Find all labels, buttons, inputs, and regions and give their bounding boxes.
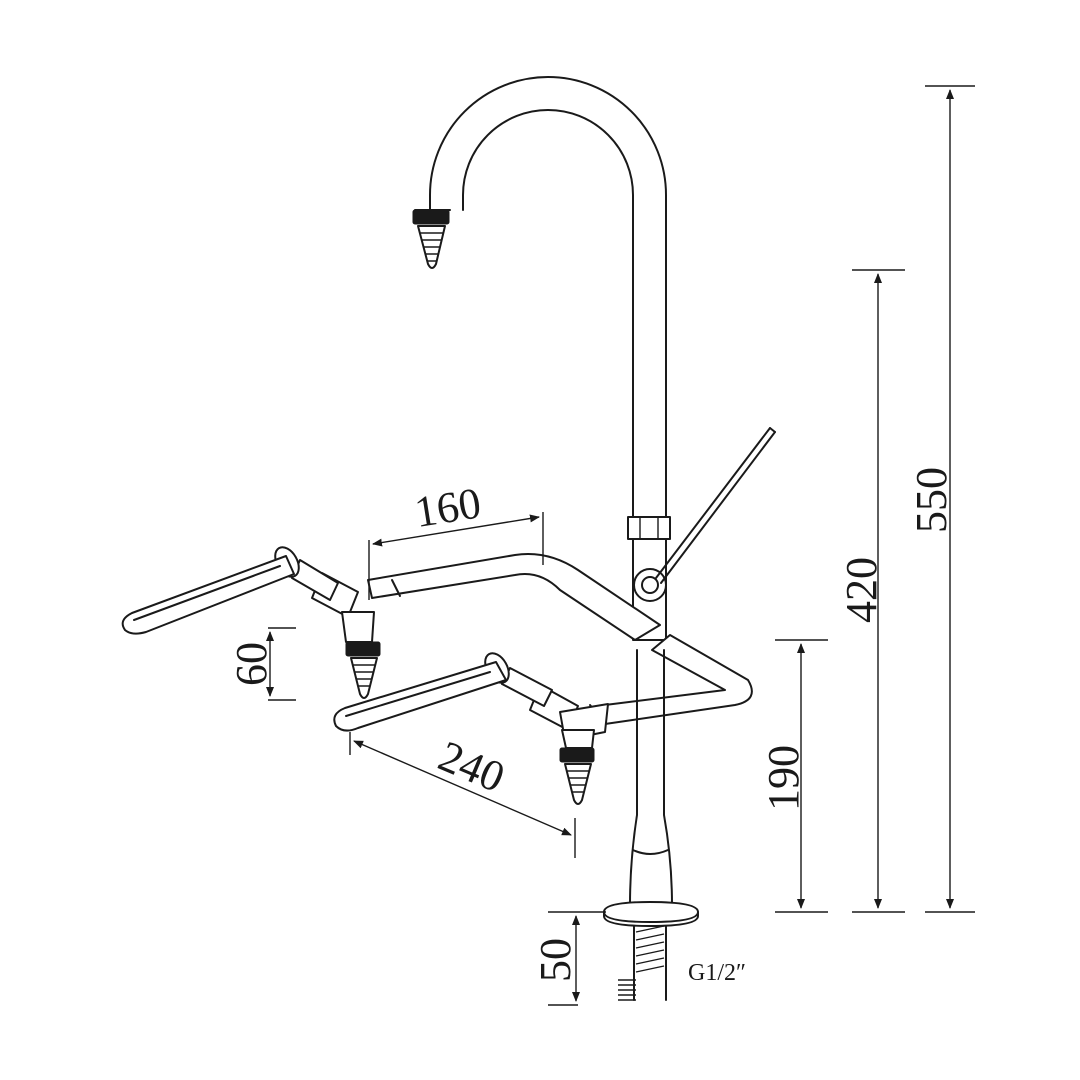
dimension-nozzle-drop: 60 bbox=[227, 627, 296, 701]
thread-size-label: G1/2″ bbox=[688, 960, 746, 986]
dimension-base-length: 50 bbox=[531, 911, 606, 1006]
gooseneck-spout bbox=[414, 76, 667, 521]
lower-pillar bbox=[629, 649, 673, 906]
threaded-shank bbox=[618, 925, 667, 1001]
rear-branch bbox=[367, 553, 661, 641]
dimension-rear-branch-length: 160 bbox=[368, 478, 544, 600]
dimension-branch-height: 190 bbox=[759, 639, 828, 913]
rear-handle bbox=[121, 555, 295, 635]
dimension-label-front-branch-length: 240 bbox=[432, 731, 512, 802]
front-valve-body bbox=[484, 652, 609, 749]
front-handle bbox=[333, 661, 507, 732]
lever-handle bbox=[655, 427, 776, 584]
front-branch bbox=[589, 634, 753, 725]
dimension-label-rear-branch-length: 160 bbox=[411, 478, 484, 537]
dimension-label-nozzle-drop: 60 bbox=[227, 642, 276, 686]
base-flange bbox=[603, 901, 699, 927]
dimension-label-base-length: 50 bbox=[531, 938, 580, 982]
dimension-total-height: 550 bbox=[907, 85, 975, 913]
dimension-gooseneck-height: 420 bbox=[837, 269, 905, 913]
dimension-label-branch-height: 190 bbox=[759, 745, 808, 811]
front-nozzle bbox=[559, 747, 595, 805]
rear-nozzle bbox=[345, 641, 381, 699]
dimension-label-total-height: 550 bbox=[907, 467, 956, 533]
spout-nozzle bbox=[412, 209, 450, 269]
dimension-front-branch-length: 240 bbox=[349, 731, 576, 858]
dimension-label-gooseneck-height: 420 bbox=[837, 557, 886, 623]
